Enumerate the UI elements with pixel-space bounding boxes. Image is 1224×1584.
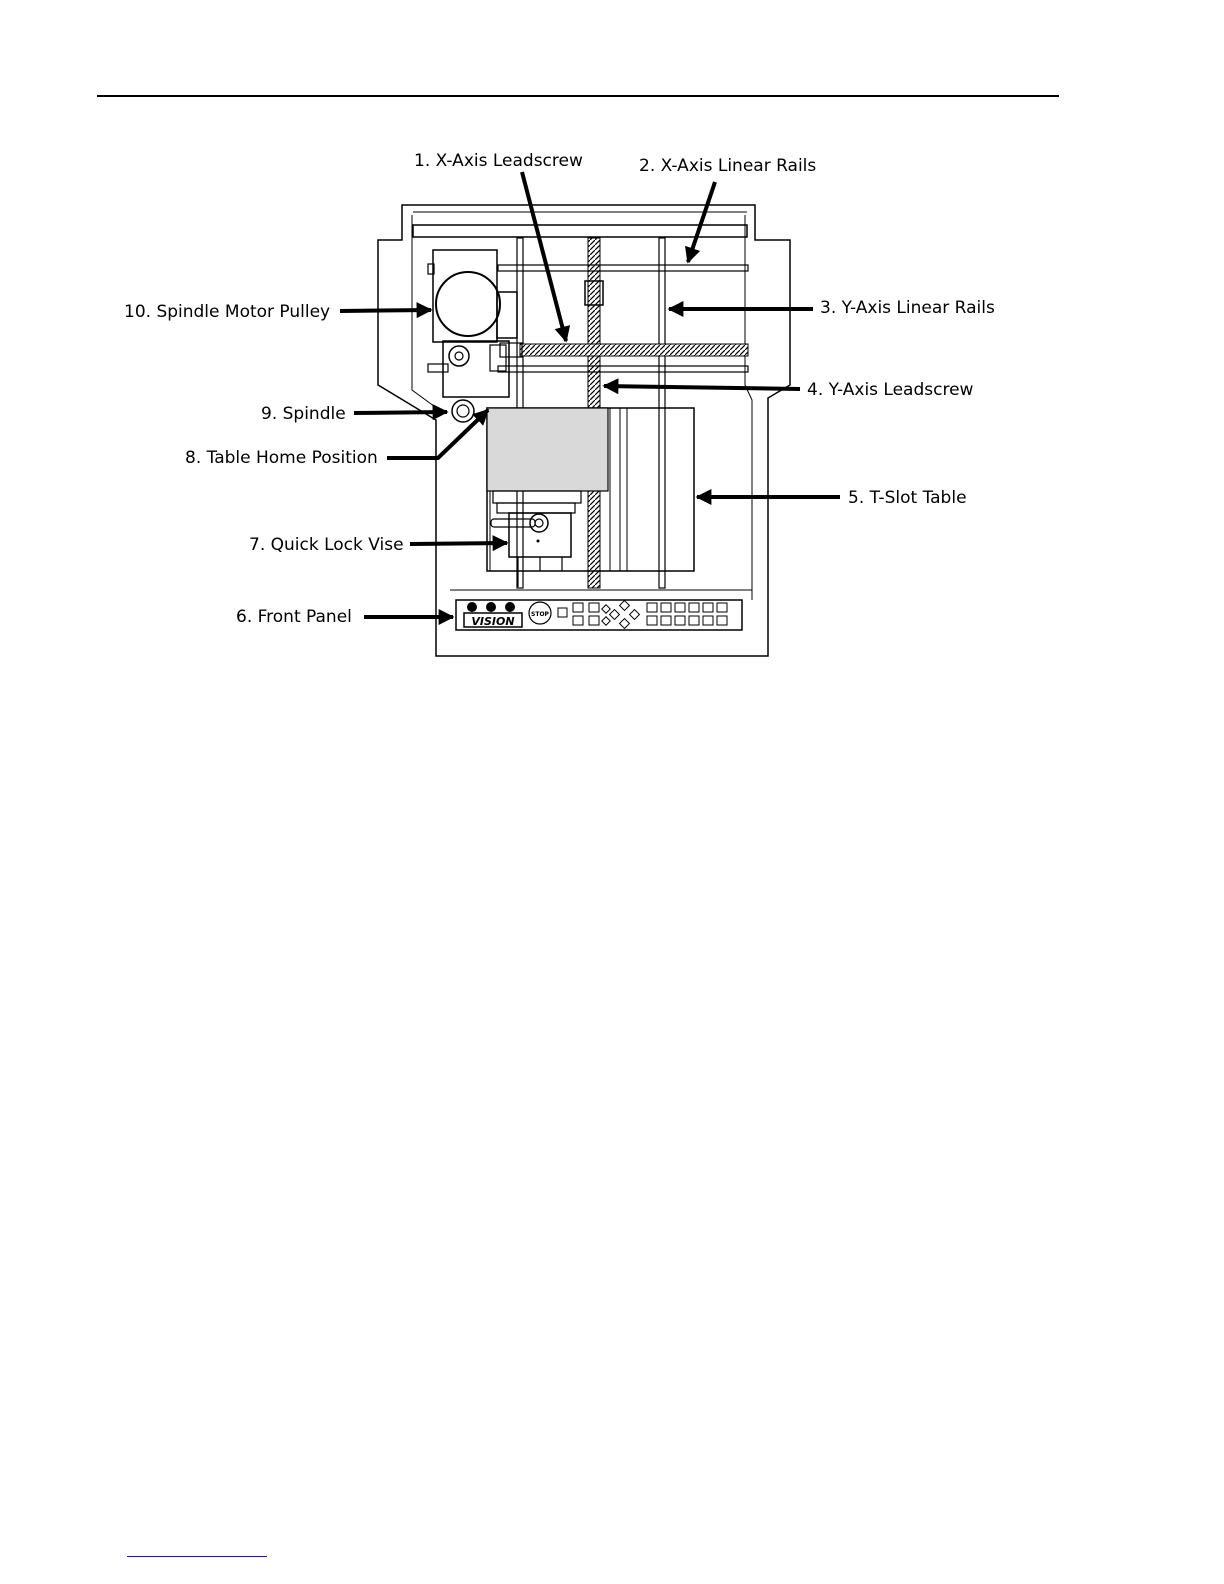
callout-y-axis-linear-rails: 3. Y-Axis Linear Rails bbox=[820, 298, 995, 318]
callout-x-axis-leadscrew: 1. X-Axis Leadscrew bbox=[414, 151, 583, 171]
callout-x-axis-linear-rails: 2. X-Axis Linear Rails bbox=[639, 156, 816, 176]
leader-4 bbox=[604, 386, 800, 389]
panel-button-row-top bbox=[647, 603, 727, 612]
leader-10 bbox=[340, 310, 431, 311]
callout-front-panel: 6. Front Panel bbox=[236, 607, 352, 627]
callout-t-slot-table: 5. T-Slot Table bbox=[848, 488, 967, 508]
spindle bbox=[452, 400, 474, 422]
leader-1 bbox=[522, 172, 566, 341]
panel-button-c bbox=[573, 616, 583, 625]
footer-link-underline[interactable] bbox=[127, 1556, 267, 1557]
table-home-position bbox=[487, 408, 608, 491]
spindle-motor-pulley bbox=[428, 250, 517, 342]
jog-diamond bbox=[602, 601, 640, 629]
panel-knob-1 bbox=[467, 602, 477, 612]
panel-button-a bbox=[558, 608, 567, 617]
leader-2 bbox=[688, 182, 715, 262]
panel-knob-3 bbox=[505, 602, 515, 612]
panel-button-e bbox=[589, 616, 599, 625]
panel-button-d bbox=[589, 603, 599, 612]
callout-y-axis-leadscrew: 4. Y-Axis Leadscrew bbox=[807, 380, 974, 400]
callout-spindle-motor-pulley: 10. Spindle Motor Pulley bbox=[124, 302, 330, 322]
quick-lock-vise bbox=[491, 491, 581, 587]
x-axis-leadscrew bbox=[520, 344, 748, 356]
front-panel: VISION STOP bbox=[456, 600, 742, 630]
panel-button-row-bottom bbox=[647, 616, 727, 625]
callout-spindle: 9. Spindle bbox=[261, 404, 346, 424]
stop-button-label: STOP bbox=[531, 611, 550, 618]
leader-9 bbox=[354, 412, 447, 413]
panel-button-b bbox=[573, 603, 583, 612]
leader-7 bbox=[410, 543, 507, 544]
spindle-head bbox=[428, 341, 509, 397]
callout-table-home-position: 8. Table Home Position bbox=[185, 448, 378, 468]
panel-knob-2 bbox=[486, 602, 496, 612]
mill-diagram: VISION STOP bbox=[0, 0, 1224, 700]
callout-quick-lock-vise: 7. Quick Lock Vise bbox=[249, 535, 404, 555]
panel-brand: VISION bbox=[471, 615, 514, 628]
